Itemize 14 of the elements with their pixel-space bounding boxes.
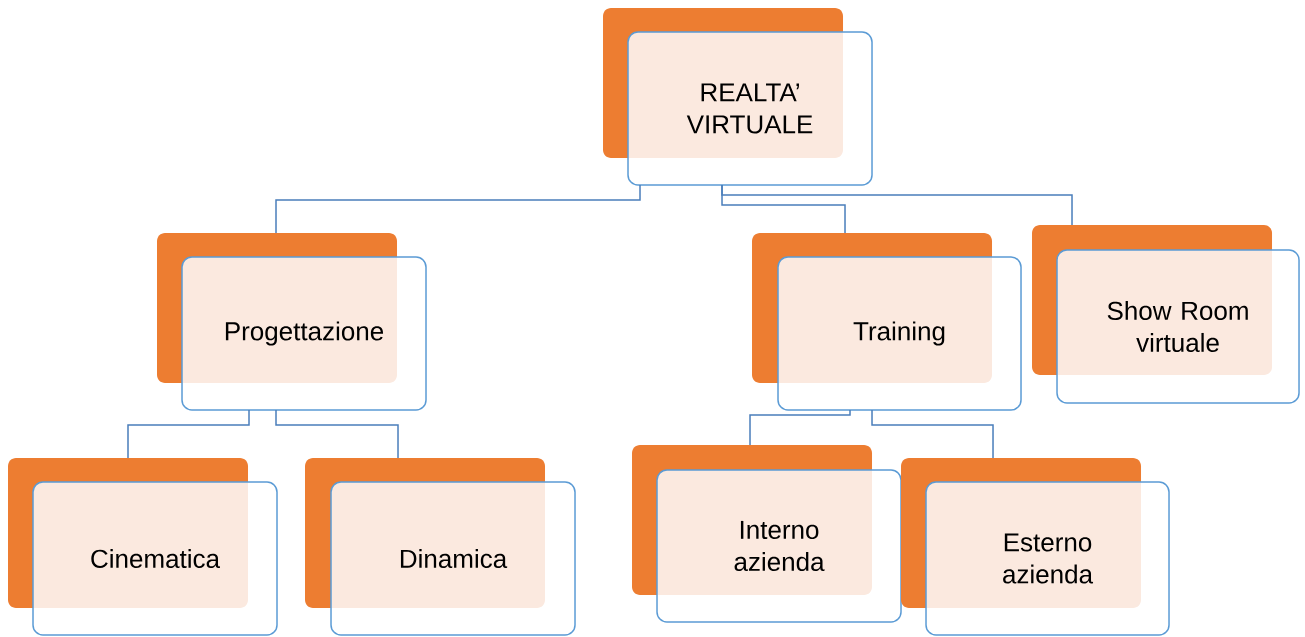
connector-line: [721, 184, 1073, 226]
connector-line: [127, 409, 250, 459]
org-chart-box: REALTA’ VIRTUALE: [603, 8, 873, 186]
org-chart-box: Show Room virtuale: [1032, 225, 1300, 404]
org-chart-box: Interno azienda: [632, 445, 902, 623]
org-chart-box: Progettazione: [157, 233, 427, 411]
connector-line: [275, 184, 641, 234]
connector-line: [749, 409, 851, 446]
org-chart-box: Dinamica: [305, 458, 576, 636]
connector-line: [871, 409, 994, 459]
org-chart-box: Cinematica: [8, 458, 278, 636]
org-chart-box: Esterno azienda: [901, 458, 1170, 636]
connector-line: [275, 409, 399, 459]
org-chart-box: Training: [752, 233, 1022, 411]
